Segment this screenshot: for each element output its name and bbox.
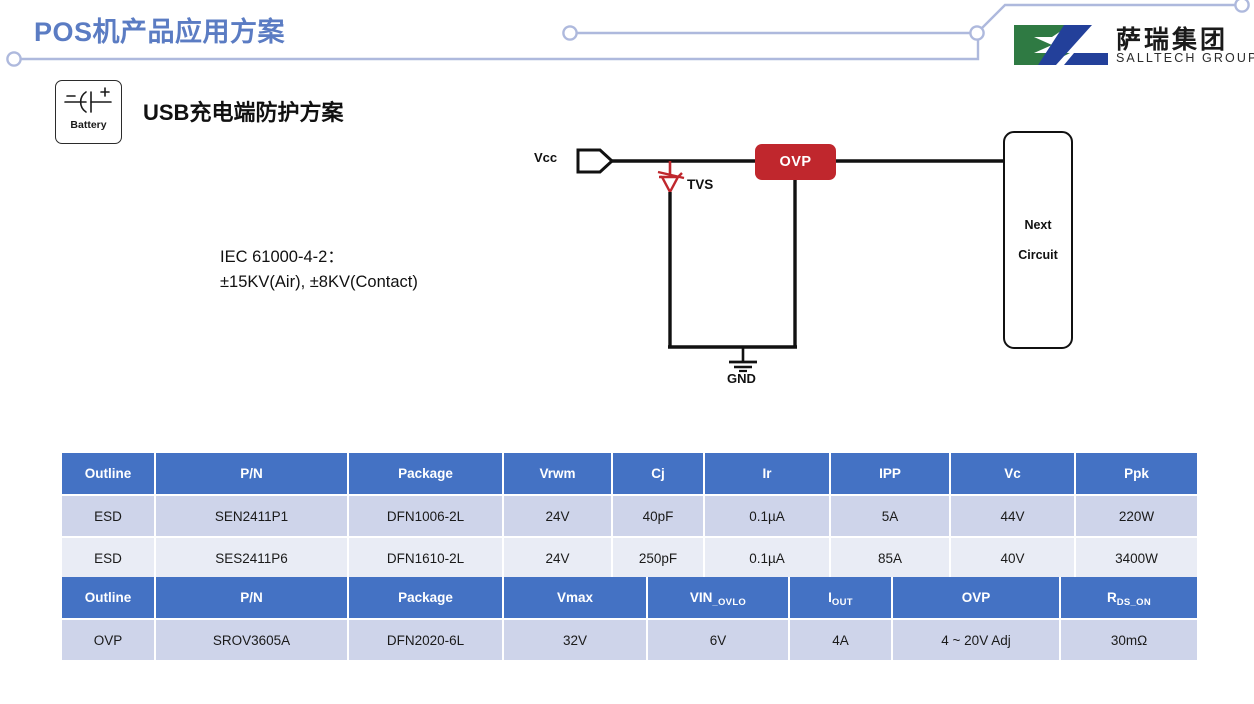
col-header-outline: Outline [62,577,156,620]
table-row: OVP SROV3605A DFN2020-6L 32V 6V 4A 4 ~ 2… [62,619,1197,662]
cell-ipp: 85A [830,537,951,580]
cell-ipp: 5A [830,495,951,538]
cell-package: DFN1610-2L [348,537,504,580]
battery-icon: Battery [55,80,122,144]
table-header-row: Outline P/N Package Vrwm Cj Ir IPP Vc Pp… [62,453,1197,496]
cell-vc: 40V [950,537,1076,580]
col-header-ovp: OVP [892,577,1061,620]
col-header-cj: Cj [612,453,705,496]
section-title-chinese: 充电端防护方案 [189,100,344,125]
battery-icon-label: Battery [70,119,107,131]
esd-spec-table: Outline P/N Package Vrwm Cj Ir IPP Vc Pp… [62,453,1197,580]
cell-outline: ESD [62,537,156,580]
cell-ppk: 220W [1075,495,1197,538]
col-header-vrwm: Vrwm [503,453,613,496]
cell-iout: 4A [789,619,893,662]
table-header-row: Outline P/N Package Vmax VIN_OVLO IOUT O… [62,577,1197,620]
logo-chinese-name: 萨瑞集团 [1116,26,1229,54]
cell-pn: SES2411P6 [155,537,349,580]
cell-rds-on: 30mΩ [1060,619,1197,662]
cell-vc: 44V [950,495,1076,538]
ovp-spec-table: Outline P/N Package Vmax VIN_OVLO IOUT O… [62,577,1197,662]
col-header-package: Package [348,453,504,496]
tvs-label: TVS [687,177,714,192]
iec-note-line1: IEC 61000-4-2： [220,248,344,266]
col-header-ir: Ir [704,453,831,496]
col-header-vin-ovlo: VIN_OVLO [647,577,790,620]
gnd-label: GND [727,371,756,386]
company-logo: 萨瑞集团 SALLTECH GROUP [1012,20,1254,72]
next-circuit-line2: Circuit [1018,247,1058,262]
table-row: ESD SES2411P6 DFN1610-2L 24V 250pF 0.1µA… [62,537,1197,580]
cell-ovp: 4 ~ 20V Adj [892,619,1061,662]
iec-standard-note: IEC 61000-4-2： ±15KV(Air), ±8KV(Contact) [220,245,418,295]
col-header-vmax: Vmax [503,577,648,620]
ovp-block: OVP [755,144,836,180]
col-header-outline: Outline [62,453,156,496]
cell-vrwm: 24V [503,537,613,580]
col-header-pn: P/N [155,453,349,496]
cell-outline: OVP [62,619,156,662]
cell-vrwm: 24V [503,495,613,538]
cell-vmax: 32V [503,619,648,662]
vcc-label: Vcc [534,150,558,165]
cell-vin-ovlo: 6V [647,619,790,662]
header-decoration [6,0,1250,67]
col-header-pn: P/N [155,577,349,620]
col-header-vc: Vc [950,453,1076,496]
cell-outline: ESD [62,495,156,538]
col-header-ppk: Ppk [1075,453,1197,496]
section-title: USB充电端防护方案 [143,95,343,127]
circuit-schematic [576,148,1004,373]
col-header-rds-on: RDS_ON [1060,577,1197,620]
cell-cj: 250pF [612,537,705,580]
logo-mark-icon [1014,25,1108,65]
cell-cj: 40pF [612,495,705,538]
col-header-ipp: IPP [830,453,951,496]
page-title: POS机产品应用方案 [34,17,286,47]
cell-package: DFN2020-6L [348,619,504,662]
section-title-latin: USB [143,100,190,125]
cell-package: DFN1006-2L [348,495,504,538]
next-circuit-block: Next Circuit [1003,131,1073,349]
cell-pn: SEN2411P1 [155,495,349,538]
cell-ppk: 3400W [1075,537,1197,580]
col-header-iout: IOUT [789,577,893,620]
table-row: ESD SEN2411P1 DFN1006-2L 24V 40pF 0.1µA … [62,495,1197,538]
cell-pn: SROV3605A [155,619,349,662]
next-circuit-line1: Next [1024,217,1052,232]
iec-note-line2: ±15KV(Air), ±8KV(Contact) [220,273,418,291]
cell-ir: 0.1µA [704,537,831,580]
cell-ir: 0.1µA [704,495,831,538]
col-header-package: Package [348,577,504,620]
logo-english-name: SALLTECH GROUP [1116,51,1254,65]
battery-symbol-icon [64,87,112,113]
